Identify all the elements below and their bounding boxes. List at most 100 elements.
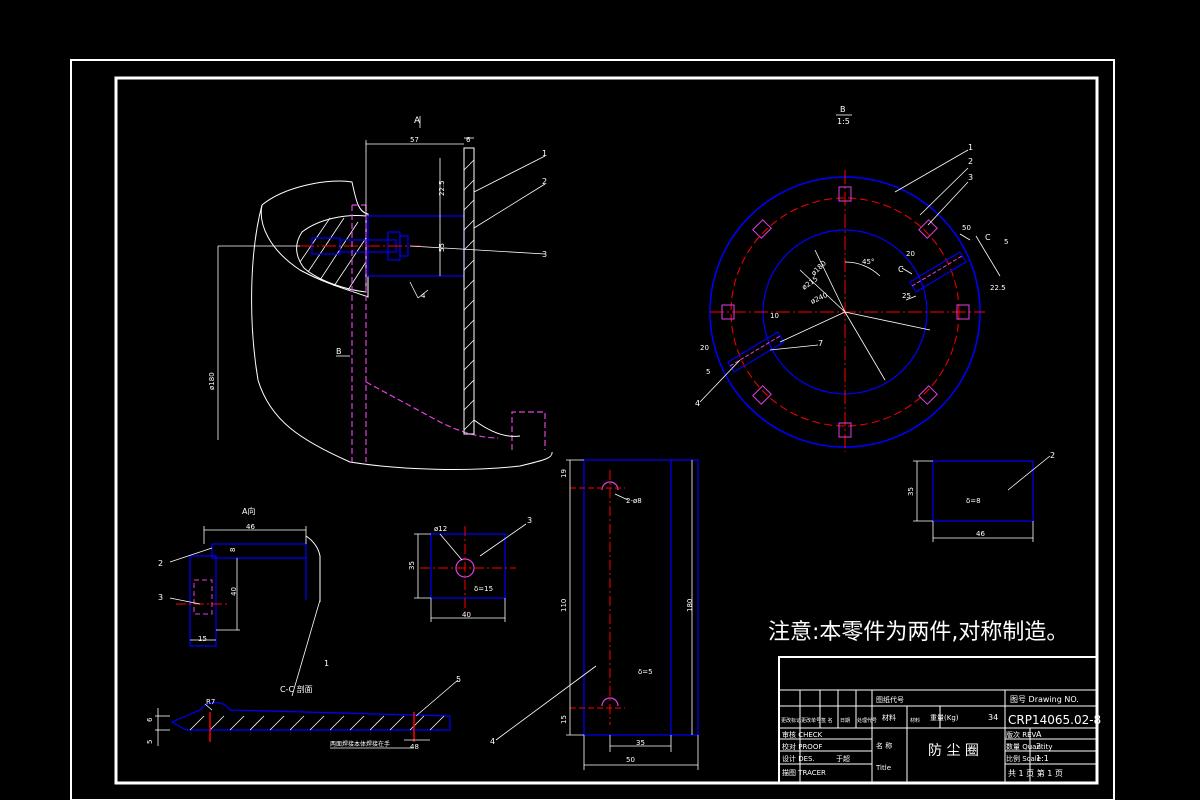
row-check: 审核 CHECK — [782, 730, 823, 739]
row-proof: 校对 PROOF — [782, 742, 822, 751]
plate-3-view: ø12 35 40 δ=15 3 — [408, 516, 532, 622]
arrow-b-label: B — [336, 347, 342, 356]
drawing-title: 防 尘 圈 — [928, 743, 979, 759]
title-label: 名 称 — [876, 741, 892, 750]
weld-symbol: 4 — [421, 292, 426, 300]
dim-20: 20 — [906, 250, 915, 258]
a-dim-46: 46 — [246, 523, 255, 531]
a-part-num-2: 2 — [158, 559, 163, 568]
long-dim-50: 50 — [626, 756, 635, 764]
a-direction-view: A向 46 8 40 15 2 3 — [158, 506, 321, 647]
view-b-circle: B 1:5 1 2 3 4 7 45° 50 20 5 22.5 25 ø180… — [695, 105, 1008, 452]
hdr-cell-5: 材料 — [910, 717, 920, 724]
c-mark-bottom: C — [898, 265, 904, 274]
long-dim-15: 15 — [560, 715, 568, 724]
long-part-num: 4 — [490, 737, 495, 746]
part-num-3: 3 — [542, 250, 547, 259]
qty-label: 数量 Quantity — [1006, 742, 1052, 751]
section-dim-6: 6 — [146, 717, 154, 722]
scale-label: 比例 Scale — [1006, 754, 1041, 763]
a-dim-8: 8 — [229, 548, 237, 552]
section-dim-5: 5 — [146, 740, 154, 744]
hdr-cell-4: 日期 — [840, 718, 850, 724]
plate2-thickness: δ=8 — [966, 497, 981, 505]
designer-name: 于超 — [836, 754, 850, 763]
title-block-text: 图号 Drawing NO. CRP14065.02-8 版次 REV A 数量… — [781, 695, 1101, 778]
long-holes: 2-ø8 — [626, 497, 642, 505]
long-dim-110: 110 — [560, 599, 568, 612]
section-weld-note: 两面焊接本体焊接在手 — [330, 740, 390, 748]
long-dim-19: 19 — [560, 469, 568, 478]
view-b-scale: 1:5 — [837, 117, 850, 126]
circle-part-7: 7 — [818, 339, 823, 348]
hdr-cell-6: 处理代号 — [857, 717, 877, 724]
section-part-1: 1 — [324, 659, 329, 668]
dim-10: 10 — [770, 312, 779, 320]
dim-57: 57 — [410, 136, 419, 144]
qty-value: 2 — [1036, 742, 1041, 751]
circle-part-2: 2 — [968, 157, 973, 166]
long-dim-180: 180 — [686, 599, 694, 612]
title-block — [778, 656, 1098, 784]
material-label: 材料 — [882, 713, 896, 722]
long-thickness: δ=5 — [638, 668, 653, 676]
plate3-thickness: δ=15 — [474, 585, 493, 593]
dim-d215: ø215 — [801, 275, 820, 292]
dim-50: 50 — [962, 224, 971, 232]
plate2-dim-46: 46 — [976, 530, 985, 538]
row-tracer: 描图 TRACER — [782, 768, 826, 777]
main-section-view: A 57 6 22.5 55 ø180 4 B 1 2 3 — [208, 116, 553, 470]
drawing-no-label: 图号 Drawing NO. — [1010, 695, 1079, 704]
plate2-part-num: 2 — [1050, 451, 1055, 460]
part-num-1: 1 — [542, 149, 547, 158]
dim-25: 25 — [902, 292, 911, 300]
plate3-part-num: 3 — [527, 516, 532, 525]
plate3-dim-35: 35 — [408, 561, 416, 570]
hdr-cell-3: 签 名 — [821, 717, 833, 724]
section-cc-view: C-C 剖面 R7 6 5 48 两面焊接本体焊接在手 1 5 — [146, 599, 461, 751]
dim-22-5-b: 22.5 — [990, 284, 1006, 292]
circle-part-4: 4 — [695, 399, 700, 408]
title-en-label: Title — [875, 764, 891, 772]
section-r7: R7 — [206, 698, 215, 706]
hdr-cell-1: 更改标记 — [781, 717, 801, 724]
circle-part-1: 1 — [968, 143, 973, 152]
section-part-5: 5 — [456, 675, 461, 684]
part-num-2: 2 — [542, 177, 547, 186]
plate2-dim-35: 35 — [907, 487, 915, 496]
outer-border — [70, 59, 1115, 800]
dim-5b: 5 — [706, 368, 710, 376]
weight-label: 重量(Kg) — [930, 714, 959, 722]
plate-2-view: 35 46 δ=8 2 — [907, 451, 1055, 542]
plate3-hole: ø12 — [434, 525, 447, 533]
rev-label: 版次 REV — [1006, 730, 1037, 739]
code-label: 图纸代号 — [876, 695, 904, 704]
long-plate-view: 19 2-ø8 110 180 15 35 50 δ=5 4 — [490, 459, 699, 770]
dim-d240: ø240 — [809, 291, 828, 306]
weight-value: 34 — [988, 713, 998, 722]
dim-6: 6 — [466, 136, 471, 144]
a-part-num-3: 3 — [158, 593, 163, 602]
view-b-label: B — [840, 105, 846, 114]
long-dim-35: 35 — [636, 739, 645, 747]
dim-d180b: ø180 — [810, 259, 828, 277]
plate3-dim-40: 40 — [462, 611, 471, 619]
a-dim-15: 15 — [198, 635, 207, 643]
circle-part-3: 3 — [968, 173, 973, 182]
dim-d180: ø180 — [208, 372, 216, 390]
rev-value: A — [1036, 730, 1042, 739]
row-design: 设计 DES. — [782, 754, 815, 763]
drawing-no: CRP14065.02-8 — [1008, 713, 1101, 727]
dim-45deg: 45° — [862, 258, 874, 266]
section-dim-48: 48 — [410, 743, 419, 751]
hdr-cell-2: 更改单号 — [801, 717, 821, 724]
dim-22-5: 22.5 — [438, 180, 446, 196]
section-a-label: A — [414, 116, 421, 126]
scale-value: 1:1 — [1036, 754, 1049, 763]
c-mark-top: C — [985, 233, 991, 242]
section-cc-label: C-C 剖面 — [280, 684, 313, 694]
dim-55: 55 — [438, 243, 446, 252]
sheet-info: 共 1 页 第 1 页 — [1008, 768, 1063, 778]
a-dim-40: 40 — [230, 587, 238, 596]
